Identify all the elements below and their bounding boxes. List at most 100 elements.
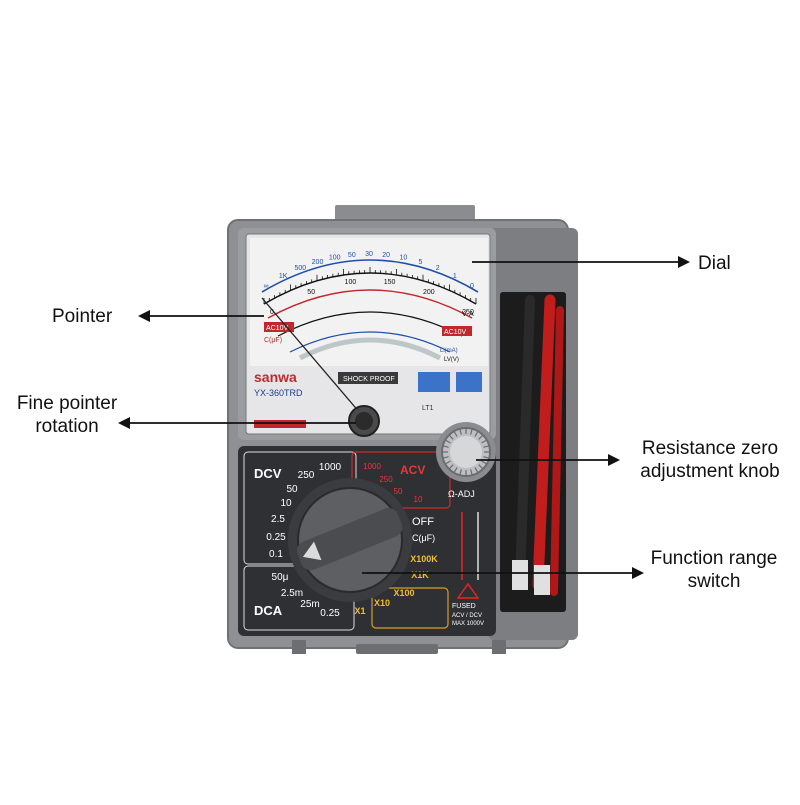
selector-grip: [296, 507, 403, 571]
knob-ridge: [470, 469, 473, 476]
knob-ridge: [453, 430, 458, 437]
callout-fine-pointer-line2: rotation: [35, 416, 99, 437]
knob-ridge: [478, 434, 484, 440]
callout-zero-knob: Resistance zero adjustment knob: [626, 437, 794, 483]
selector-pointer-mark: [302, 541, 322, 561]
ohm-scale-label: 1K: [279, 273, 288, 280]
knob-ridge: [470, 428, 473, 435]
dca-range-label: 2.5m: [281, 588, 303, 599]
foot-left: [292, 640, 306, 654]
c-uf-left-text: C(μF): [264, 337, 282, 344]
red-probe-lead-2: [550, 306, 564, 596]
dca-range-label: 0.25: [320, 608, 340, 619]
ohm-range-label: X1K: [411, 570, 429, 580]
ohm-scale-label: 5: [419, 259, 423, 266]
knob-ridge: [478, 464, 484, 470]
dcv-range-label: 50: [286, 484, 298, 495]
ohm-scale-label: 20: [382, 252, 390, 259]
cert-badge-1: [418, 372, 450, 392]
ohm-scale-label: ∞: [264, 283, 269, 290]
knob-ridge: [481, 460, 488, 465]
brand-logo: sanwa: [254, 369, 297, 385]
callout-zero-knob-line1: Resistance zero: [641, 438, 779, 459]
mirror-band: [298, 337, 442, 361]
acv-range-label: 250: [379, 475, 393, 484]
dcv-scale-label: 150: [384, 279, 396, 286]
dcv-label: DCV: [254, 466, 282, 481]
dcv-scale-label: 0: [270, 309, 274, 316]
acv-range-label: 1000: [363, 462, 381, 471]
knob-ridge: [448, 434, 454, 440]
fused-spec1: ACV / DCV: [452, 613, 482, 619]
ohm-scale-label: 10: [399, 255, 407, 262]
dcv-range-label: 10: [280, 498, 292, 509]
va-label: V·A: [462, 311, 474, 318]
fused-label: FUSED: [452, 603, 476, 610]
ohm-scale-label: 2: [436, 265, 440, 272]
knob-ridge: [459, 428, 462, 435]
jack-panel: [452, 505, 490, 630]
ohm-scale-arc: [261, 259, 479, 293]
callout-function-switch-line1: Function range: [650, 548, 778, 569]
ohm-range-label: X100: [393, 588, 414, 598]
acv-range-label: 10: [414, 495, 423, 504]
knob-ridge: [442, 445, 449, 448]
dcv-scale-label: 50: [307, 289, 315, 296]
zero-knob-cap: [450, 436, 482, 468]
ohm-adj-label: Ω-ADJ: [448, 489, 475, 499]
dcv-scale-label: 250: [462, 309, 474, 316]
dcv-scale-label: 100: [345, 279, 357, 286]
ohm-range-label: X1: [354, 606, 365, 616]
ohm-scale-label: 1: [453, 273, 457, 280]
model-number: YX-360TRD: [254, 388, 303, 398]
knob-ridge: [444, 460, 451, 465]
ohm-scale-label: 50: [348, 252, 356, 259]
ohm-scale-label: 30: [365, 251, 373, 258]
callout-arrows: [118, 256, 690, 579]
callout-zero-knob-line2: adjustment knob: [640, 461, 780, 482]
ohm-scale-label: 500: [294, 265, 306, 272]
ac10v-left-text: AC10V: [266, 325, 289, 332]
zero-knob-arrowhead: [608, 454, 620, 466]
knob-ridge: [481, 439, 488, 444]
ac10v-right-text: AC10V: [444, 329, 467, 336]
ohm-scale-label: 100: [329, 255, 341, 262]
callout-fine-pointer-line1: Fine pointer: [16, 393, 118, 414]
probe-tip-black: [512, 560, 528, 590]
dial-ticks: [263, 267, 477, 304]
top-clip: [335, 205, 475, 223]
dca-label: DCA: [254, 603, 283, 618]
needle: [261, 297, 367, 421]
knob-ridge: [474, 430, 479, 437]
knob-ridge: [453, 467, 458, 474]
acv-range-label: 50: [394, 487, 403, 496]
zero-adjust-screw-center: [355, 412, 373, 430]
callout-function-switch: Function range switch: [634, 547, 794, 593]
pointer-arrowhead: [138, 310, 150, 322]
acv-label: ACV: [400, 463, 425, 477]
warning-triangle-icon: [456, 582, 480, 599]
foot-right: [492, 640, 506, 654]
dcv-scale-label: 200: [423, 289, 435, 296]
dcv-range-label: 0.25: [266, 532, 286, 543]
red-probe-lead: [532, 294, 556, 591]
knob-ridge: [448, 464, 454, 470]
knob-ridge: [442, 456, 449, 459]
fused-spec2: MAX 1000V: [452, 621, 484, 627]
ohm-range-label: X100K: [410, 554, 438, 564]
zero-knob-ridges: [442, 428, 490, 476]
off-label: OFF: [412, 516, 434, 528]
shock-proof-text: SHOCK PROOF: [343, 376, 395, 383]
dcv-range-label: 2.5: [271, 514, 285, 525]
callout-function-switch-line2: switch: [687, 571, 741, 592]
dcv-range-label: 1000: [319, 462, 342, 473]
dca-range-label: 50μ: [272, 572, 289, 583]
li-scale-arc: [289, 331, 451, 353]
ohm-scale-label: 200: [312, 259, 324, 266]
li-label: Li(mA): [440, 348, 458, 354]
